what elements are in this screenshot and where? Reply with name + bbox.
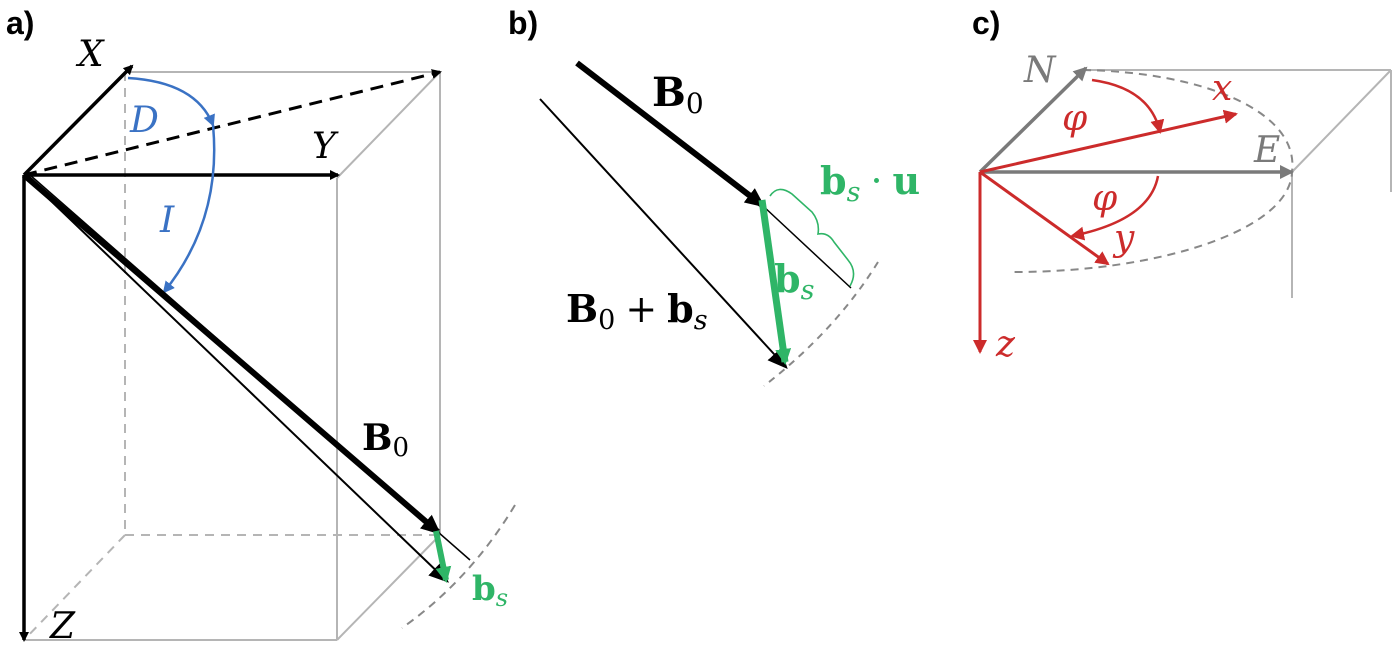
phi-arc-top — [1091, 78, 1165, 134]
angle-phi-bottom-label: φ — [1092, 178, 1118, 219]
axis-z-down-label: z — [995, 324, 1016, 365]
sum-label-b: B0+bs — [566, 286, 708, 336]
field-bs-label: bs — [472, 569, 508, 612]
projection-line — [29, 174, 471, 561]
box-a — [24, 71, 441, 641]
field-b0-label: B0 — [362, 417, 409, 463]
panel-a-label: a) — [6, 5, 34, 41]
axis-x-label: X — [75, 34, 105, 75]
axis-x-rotated-label: x — [1212, 68, 1232, 109]
inclination-arc — [162, 124, 216, 294]
axis-y-label: Y — [312, 126, 339, 167]
y-axis-rotated-arrow — [979, 170, 1110, 266]
angle-d-label: D — [129, 100, 159, 141]
panel-b-label: b) — [508, 5, 538, 41]
tip-arc-dashed — [401, 504, 516, 629]
box-bottom-right-edge — [336, 534, 441, 641]
horizontal-projection-dashed — [23, 69, 442, 177]
box-a-hidden-edges — [23, 72, 440, 641]
axis-n-label: N — [1023, 50, 1057, 91]
panel-c-label: c) — [972, 5, 1000, 41]
panel-b: b) B0 B0+bs bs·u bs — [508, 5, 920, 387]
resultant-field-arrow — [23, 174, 449, 583]
box-top-right-edge — [336, 71, 441, 179]
projection-brace — [769, 188, 855, 287]
box-c-top-right — [1291, 69, 1392, 173]
panel-a: a) X Y Z D I — [6, 5, 516, 647]
main-field-arrow-b — [575, 60, 766, 208]
declination-arc — [127, 76, 215, 127]
axis-y-rotated-label: y — [1112, 218, 1135, 259]
x-axis-arrow — [22, 64, 134, 177]
phi-arc-bottom — [1070, 175, 1160, 241]
projection-label-b: bs·u — [820, 158, 920, 208]
angle-i-label: I — [159, 200, 175, 241]
resultant-field-arrow-b — [539, 98, 788, 369]
axis-e-label: E — [1253, 130, 1280, 171]
field-b0-label-b: B0 — [652, 69, 704, 120]
tip-arc-dashed-b — [763, 261, 879, 387]
box-hidden-bottom-left — [23, 534, 126, 641]
angle-phi-top-label: φ — [1062, 98, 1088, 139]
perturbation-label-b: bs — [774, 256, 814, 306]
perturbation-arrow-b — [758, 199, 792, 365]
x-axis-rotated-arrow — [979, 109, 1238, 174]
box-c — [1083, 69, 1392, 298]
north-axis-arrow — [978, 66, 1088, 174]
projection-line-b — [761, 204, 852, 289]
axis-z-label: Z — [49, 606, 76, 647]
panel-c: c) N E x y z φ φ — [972, 5, 1392, 365]
perturbation-arrow — [433, 530, 452, 583]
